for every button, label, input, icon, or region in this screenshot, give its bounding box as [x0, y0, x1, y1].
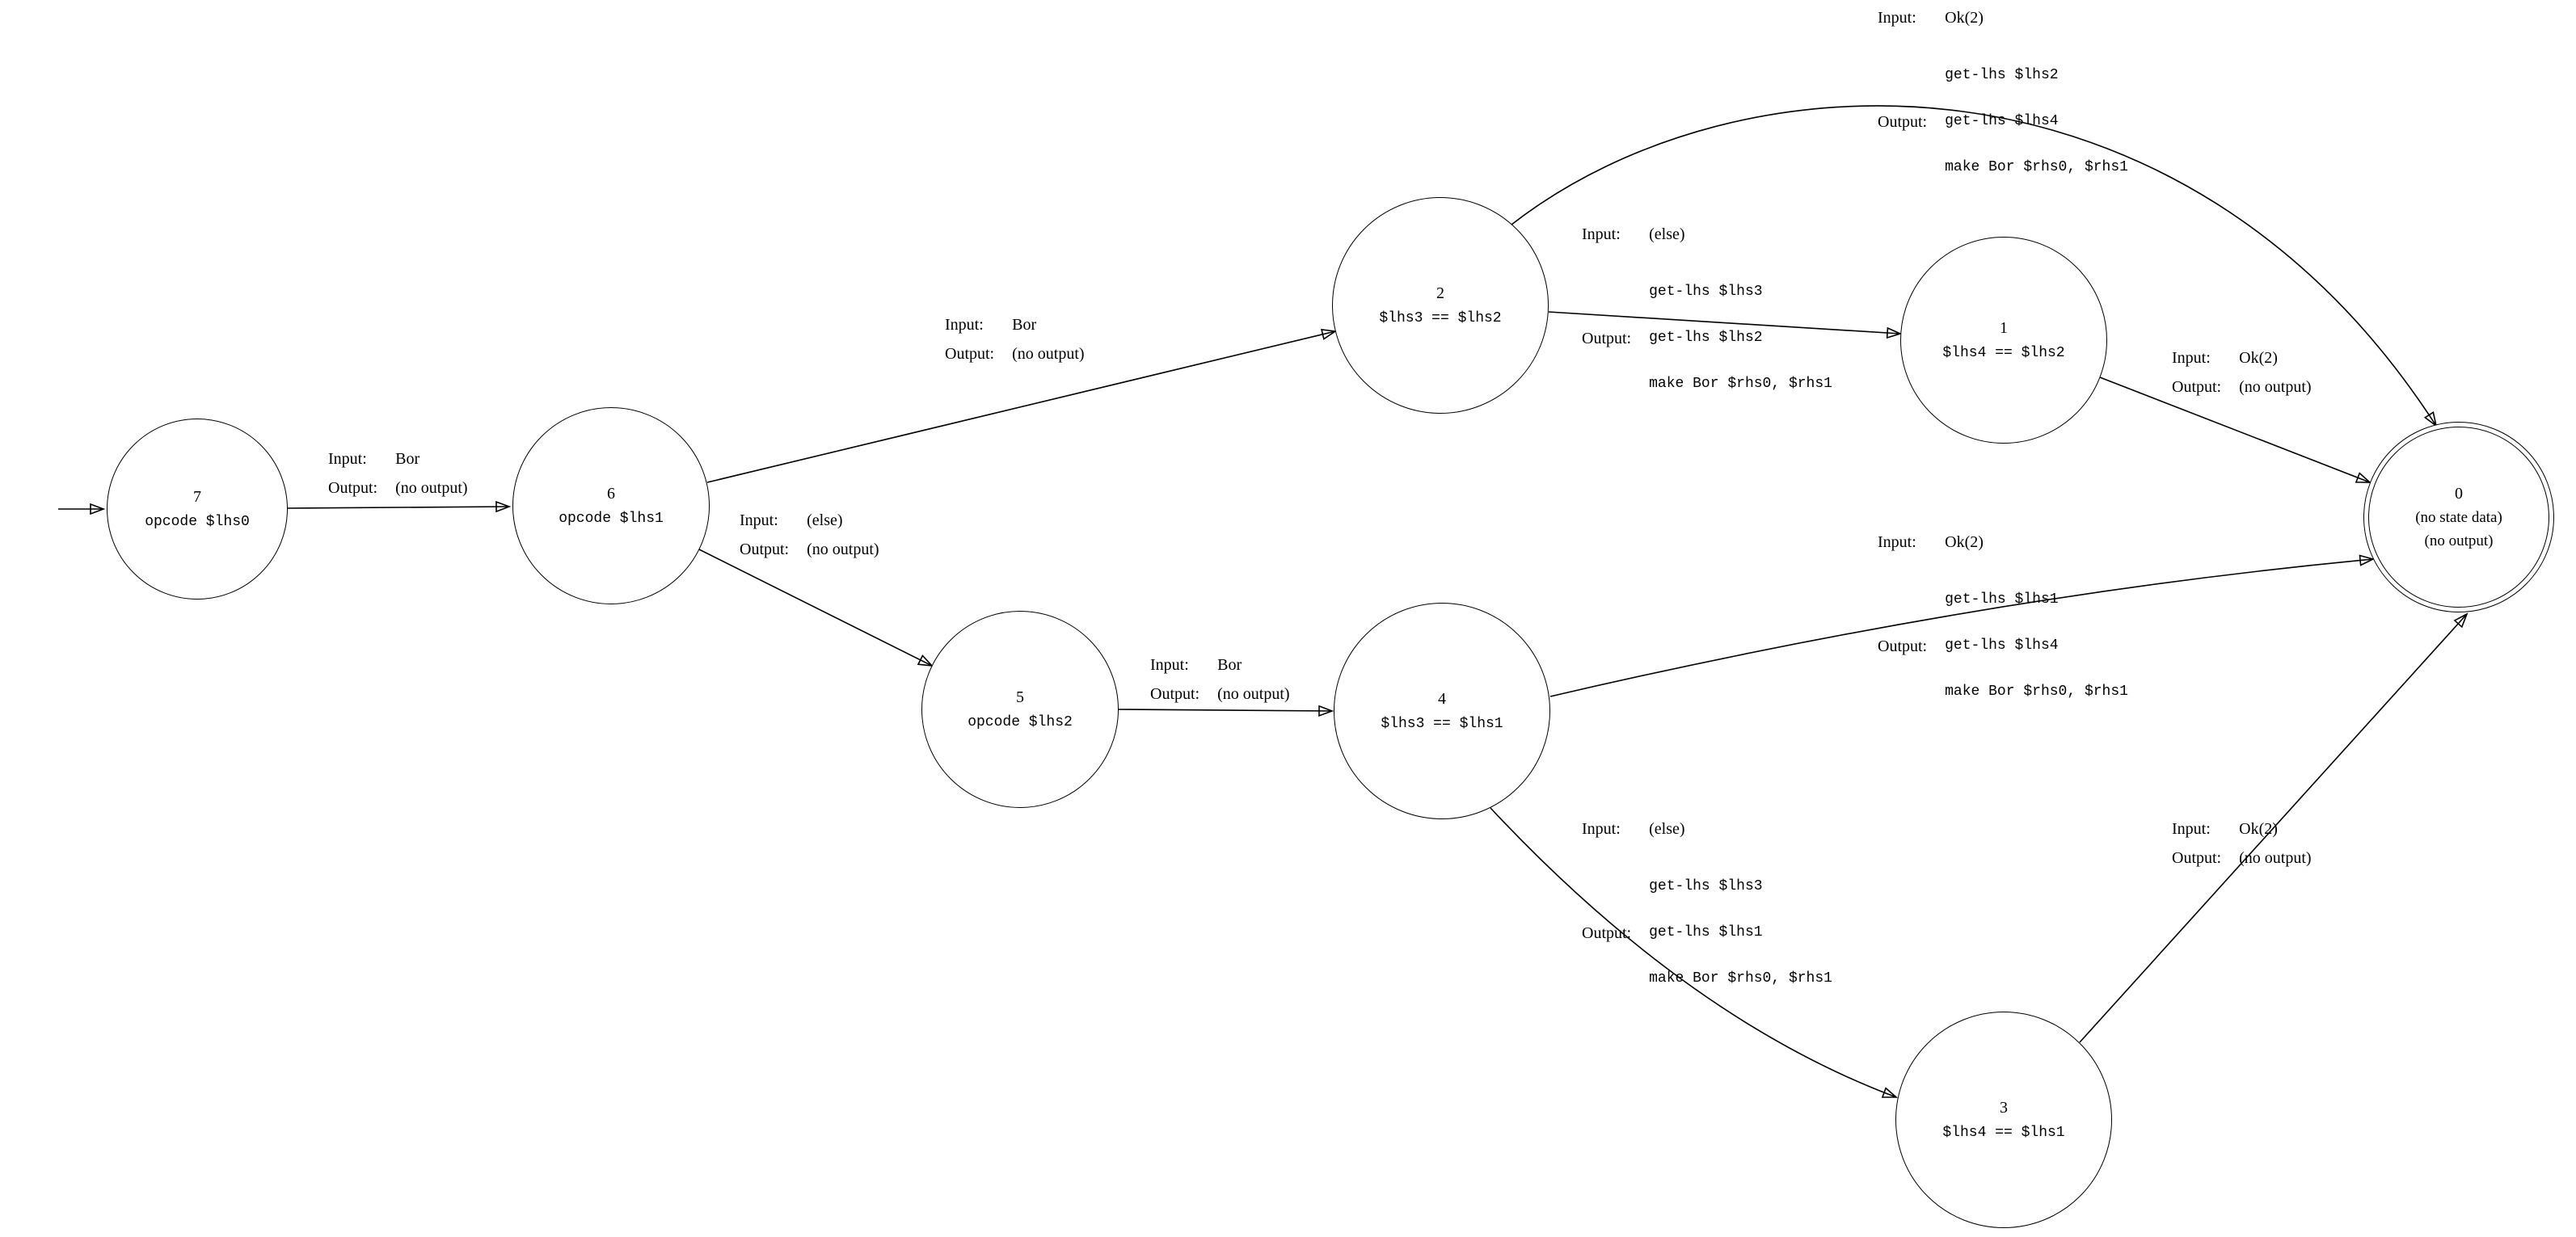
node-label: $lhs4 == $lhs2	[1942, 345, 2065, 361]
edge-label-5-4: Input: Bor Output: (no output)	[1150, 655, 1290, 704]
input-value: Ok(2)	[1945, 9, 1984, 27]
output-action: make Bor $rhs0, $rhs1	[1649, 376, 1832, 392]
output-key: Output:	[945, 345, 995, 363]
output-action: get-lhs $lhs2	[1649, 330, 1763, 346]
input-key: Input:	[740, 511, 778, 529]
output-value: (no output)	[395, 479, 468, 497]
output-action: get-lhs $lhs1	[1649, 924, 1763, 940]
node-label: opcode $lhs2	[968, 714, 1073, 730]
state-node-4: 4 $lhs3 == $lhs1	[1334, 603, 1550, 819]
output-key: Output:	[1878, 637, 1928, 655]
input-key: Input:	[1582, 225, 1621, 243]
edge-label-6-5: Input: (else) Output: (no output)	[740, 511, 879, 559]
output-action: get-lhs $lhs3	[1649, 284, 1763, 300]
node-id: 1	[2000, 319, 2008, 337]
output-value: (no output)	[807, 541, 879, 558]
edge-4-0	[1549, 559, 2373, 697]
output-value: (no output)	[1217, 685, 1290, 703]
output-value: (no output)	[2239, 378, 2312, 396]
edge-label-1-0: Input: Ok(2) Output: (no output)	[2172, 348, 2312, 397]
output-key: Output:	[2172, 378, 2222, 396]
node-label: $lhs3 == $lhs2	[1379, 310, 1502, 326]
output-actions: get-lhs $lhs3 get-lhs $lhs1 make Bor $rh…	[1649, 848, 1832, 1017]
edge-label-3-0: Input: Ok(2) Output: (no output)	[2172, 819, 2312, 868]
output-value: (no output)	[2239, 849, 2312, 867]
edge-label-2-0: Input: Ok(2) Output: get-lhs $lhs2 get-l…	[1878, 8, 2128, 206]
node-id: 4	[1438, 690, 1446, 708]
state-node-0-accepting: 0 (no state data) (no output)	[2363, 422, 2554, 612]
edge-label-4-0: Input: Ok(2) Output: get-lhs $lhs1 get-l…	[1878, 532, 2128, 730]
node-id: 0	[2455, 485, 2463, 503]
input-key: Input:	[2172, 820, 2211, 838]
input-key: Input:	[1878, 9, 1916, 27]
output-value: (no output)	[1012, 345, 1085, 363]
input-value: Bor	[1012, 316, 1037, 334]
input-key: Input:	[945, 316, 984, 334]
edge-3-0	[2079, 614, 2467, 1043]
edge-2-0	[1511, 105, 2436, 426]
node-id: 2	[1436, 284, 1444, 302]
state-node-2: 2 $lhs3 == $lhs2	[1332, 197, 1549, 414]
node-label: $lhs4 == $lhs1	[1942, 1125, 2065, 1141]
output-actions: get-lhs $lhs3 get-lhs $lhs2 make Bor $rh…	[1649, 254, 1832, 423]
node-id: 3	[2000, 1099, 2008, 1117]
output-key: Output:	[740, 541, 790, 558]
edge-2-1	[1548, 311, 1900, 334]
output-key: Output:	[2172, 849, 2222, 867]
node-output: (no output)	[2424, 532, 2494, 549]
state-node-1: 1 $lhs4 == $lhs2	[1900, 237, 2107, 444]
edge-5-4	[1118, 709, 1332, 711]
output-key: Output:	[1150, 685, 1200, 703]
node-label: opcode $lhs1	[559, 511, 664, 527]
output-action: make Bor $rhs0, $rhs1	[1945, 159, 2128, 175]
node-state-data: (no state data)	[2415, 509, 2502, 526]
state-node-5: 5 opcode $lhs2	[921, 611, 1119, 808]
output-actions: get-lhs $lhs1 get-lhs $lhs4 make Bor $rh…	[1945, 562, 2128, 730]
input-key: Input:	[1878, 533, 1916, 551]
input-value: Bor	[395, 450, 420, 468]
edge-label-7-6: Input: Bor Output: (no output)	[328, 449, 468, 498]
edge-6-2	[706, 331, 1335, 483]
node-id: 5	[1016, 688, 1024, 706]
input-key: Input:	[328, 450, 367, 468]
output-action: make Bor $rhs0, $rhs1	[1649, 970, 1832, 987]
output-action: get-lhs $lhs1	[1945, 591, 2059, 608]
edge-7-6	[287, 507, 509, 508]
node-id: 6	[607, 485, 615, 503]
output-actions: get-lhs $lhs2 get-lhs $lhs4 make Bor $rh…	[1945, 37, 2128, 206]
output-action: get-lhs $lhs3	[1649, 878, 1763, 894]
output-action: make Bor $rhs0, $rhs1	[1945, 684, 2128, 700]
edge-label-2-1: Input: (else) Output: get-lhs $lhs3 get-…	[1582, 225, 1832, 423]
output-action: get-lhs $lhs4	[1945, 637, 2059, 654]
output-key: Output:	[328, 479, 378, 497]
output-key: Output:	[1582, 329, 1632, 347]
edge-6-5	[698, 549, 932, 666]
edge-label-4-3: Input: (else) Output: get-lhs $lhs3 get-…	[1582, 819, 1832, 1017]
node-label: opcode $lhs0	[145, 514, 250, 530]
state-node-7: 7 opcode $lhs0	[107, 419, 288, 600]
input-value: (else)	[1649, 225, 1685, 243]
input-key: Input:	[1150, 656, 1189, 674]
input-value: Ok(2)	[2239, 820, 2278, 838]
input-value: (else)	[1649, 820, 1685, 838]
state-node-6: 6 opcode $lhs1	[512, 407, 710, 604]
edge-label-6-2: Input: Bor Output: (no output)	[945, 315, 1085, 364]
node-label: $lhs3 == $lhs1	[1381, 716, 1503, 732]
input-key: Input:	[2172, 349, 2211, 367]
output-action: get-lhs $lhs4	[1945, 113, 2059, 129]
input-key: Input:	[1582, 820, 1621, 838]
output-key: Output:	[1878, 112, 1928, 131]
input-value: Ok(2)	[1945, 533, 1984, 551]
state-node-3: 3 $lhs4 == $lhs1	[1895, 1012, 2112, 1228]
output-key: Output:	[1582, 924, 1632, 942]
edge-4-3	[1490, 807, 1896, 1097]
input-value: Ok(2)	[2239, 349, 2278, 367]
input-value: (else)	[807, 511, 843, 529]
node-id: 7	[193, 488, 201, 506]
input-value: Bor	[1217, 656, 1242, 674]
edge-1-0	[2099, 377, 2370, 482]
output-action: get-lhs $lhs2	[1945, 67, 2059, 83]
